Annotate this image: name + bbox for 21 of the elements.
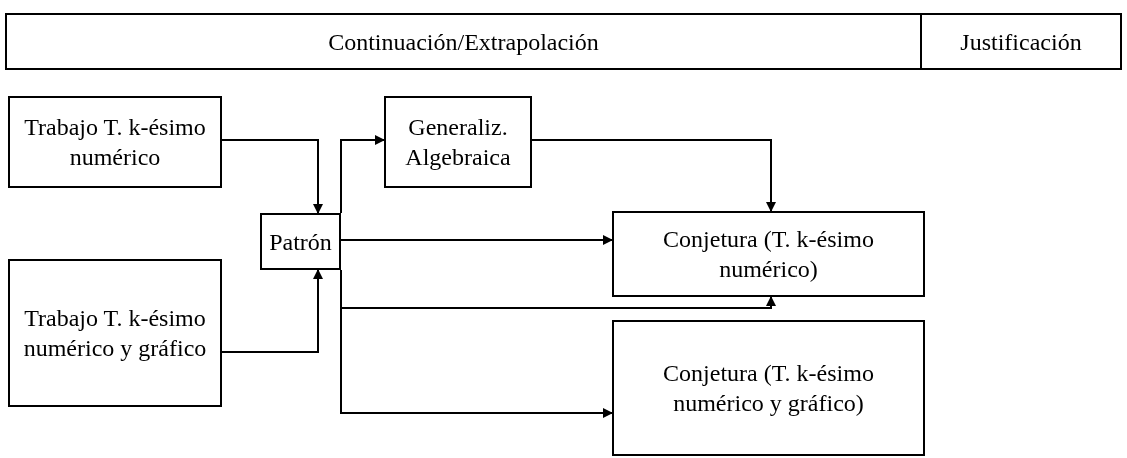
header-cell: [920, 13, 1122, 70]
process-box: [8, 96, 222, 188]
process-box: [612, 320, 925, 456]
node-label: Generaliz. Algebraica: [404, 113, 512, 172]
node-label: Justificación: [960, 27, 1082, 57]
arrow: [531, 139, 776, 212]
arrow: [340, 235, 613, 245]
node-label: Patrón: [269, 227, 332, 257]
node-label: Continuación/Extrapolación: [328, 27, 599, 57]
node-label: Trabajo T. k-ésimo numérico: [23, 113, 207, 172]
node-label: Trabajo T. k-ésimo numérico y gráfico: [22, 304, 208, 363]
process-box: [384, 96, 532, 188]
arrow: [221, 139, 323, 214]
arrow: [340, 135, 385, 214]
node-label: Conjetura (T. k-ésimo numérico): [662, 225, 875, 284]
process-box: [612, 211, 925, 297]
process-box: [8, 259, 222, 407]
header-cell: [5, 13, 922, 70]
node-label: Conjetura (T. k-ésimo numérico y gráfico): [662, 359, 875, 418]
process-box: [260, 213, 341, 270]
arrow: [221, 269, 323, 353]
